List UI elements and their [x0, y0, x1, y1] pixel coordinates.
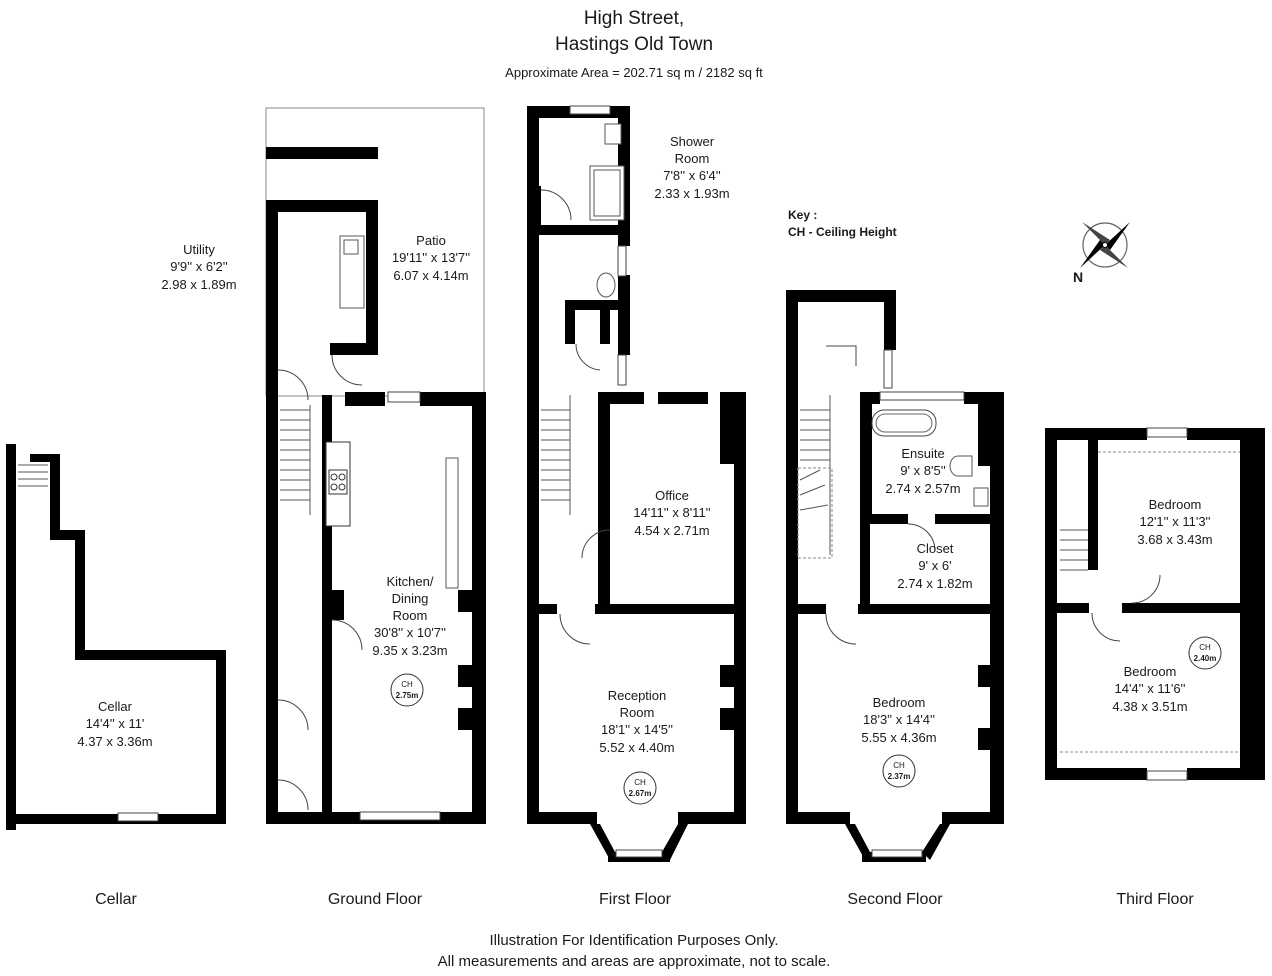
patio-imperial: 19'11'' x 13'7''	[392, 250, 470, 265]
bedroom-third-b-ch-label: CH	[1199, 643, 1211, 652]
bedroom-third-b-imperial: 14'4'' x 11'6''	[1114, 681, 1185, 696]
kitchen-ch-value: 2.75m	[396, 691, 419, 700]
kitchen-metric: 9.35 x 3.23m	[372, 643, 447, 658]
bedroom-second-imperial: 18'3'' x 14'4''	[863, 712, 935, 727]
approximate-area: Approximate Area = 202.71 sq m / 2182 sq…	[505, 65, 763, 80]
cellar-name: Cellar	[98, 699, 133, 714]
shower-name-1: Shower	[670, 134, 715, 149]
bedroom-second-ch-label: CH	[893, 761, 905, 770]
ensuite-imperial: 9' x 8'5''	[900, 463, 945, 478]
bedroom-second-name: Bedroom	[873, 695, 926, 710]
cellar-metric: 4.37 x 3.36m	[77, 734, 152, 749]
north-label: N	[1073, 269, 1083, 285]
first-floor-plan	[527, 105, 746, 862]
address-line-1: High Street,	[584, 8, 684, 29]
reception-ch-label: CH	[634, 778, 646, 787]
floor-label-second: Second Floor	[847, 891, 943, 908]
reception-ch-value: 2.67m	[629, 789, 652, 798]
closet-name: Closet	[917, 541, 954, 556]
kitchen-imperial: 30'8'' x 10'7''	[374, 625, 446, 640]
kitchen-name-3: Room	[393, 608, 428, 623]
patio-name: Patio	[416, 233, 446, 248]
disclaimer-line-2: All measurements and areas are approxima…	[438, 953, 831, 970]
utility-imperial: 9'9'' x 6'2''	[170, 259, 228, 274]
reception-metric: 5.52 x 4.40m	[599, 740, 674, 755]
utility-metric: 2.98 x 1.89m	[161, 277, 236, 292]
kitchen-ch-label: CH	[401, 680, 413, 689]
bedroom-second-ch-value: 2.37m	[888, 772, 911, 781]
cellar-imperial: 14'4'' x 11'	[86, 716, 145, 731]
compass-icon	[1080, 222, 1130, 268]
bedroom-third-b-ch-value: 2.40m	[1194, 654, 1217, 663]
ensuite-name: Ensuite	[901, 446, 944, 461]
kitchen-name-2: Dining	[392, 591, 429, 606]
shower-imperial: 7'8'' x 6'4''	[663, 168, 721, 183]
disclaimer-line-1: Illustration For Identification Purposes…	[489, 932, 778, 949]
bedroom-third-a-name: Bedroom	[1149, 497, 1202, 512]
bedroom-third-b-metric: 4.38 x 3.51m	[1112, 699, 1187, 714]
third-floor-plan	[1045, 427, 1265, 781]
cellar-plan	[6, 444, 226, 830]
second-floor-plan	[786, 290, 1004, 862]
closet-metric: 2.74 x 1.82m	[897, 576, 972, 591]
reception-name-1: Reception	[608, 688, 667, 703]
office-name: Office	[655, 488, 689, 503]
utility-name: Utility	[183, 242, 215, 257]
closet-imperial: 9' x 6'	[918, 558, 951, 573]
floor-label-cellar: Cellar	[95, 891, 137, 908]
office-imperial: 14'11'' x 8'11''	[633, 505, 710, 520]
ensuite-metric: 2.74 x 2.57m	[885, 481, 960, 496]
shower-metric: 2.33 x 1.93m	[654, 186, 729, 201]
floor-label-first: First Floor	[599, 891, 672, 908]
ground-floor-plan	[265, 107, 486, 824]
bedroom-third-a-metric: 3.68 x 3.43m	[1137, 532, 1212, 547]
bedroom-third-b-name: Bedroom	[1124, 664, 1177, 679]
bedroom-second-metric: 5.55 x 4.36m	[861, 730, 936, 745]
reception-name-2: Room	[620, 705, 655, 720]
floor-label-ground: Ground Floor	[328, 891, 423, 908]
reception-imperial: 18'1'' x 14'5''	[601, 722, 673, 737]
shower-name-2: Room	[675, 151, 710, 166]
patio-metric: 6.07 x 4.14m	[393, 268, 468, 283]
address-line-2: Hastings Old Town	[555, 34, 713, 55]
office-metric: 4.54 x 2.71m	[634, 523, 709, 538]
kitchen-name-1: Kitchen/	[387, 574, 434, 589]
floor-label-third: Third Floor	[1116, 891, 1194, 908]
key-item: CH - Ceiling Height	[788, 225, 897, 239]
bedroom-third-a-imperial: 12'1'' x 11'3''	[1139, 514, 1210, 529]
key-title: Key :	[788, 208, 817, 222]
